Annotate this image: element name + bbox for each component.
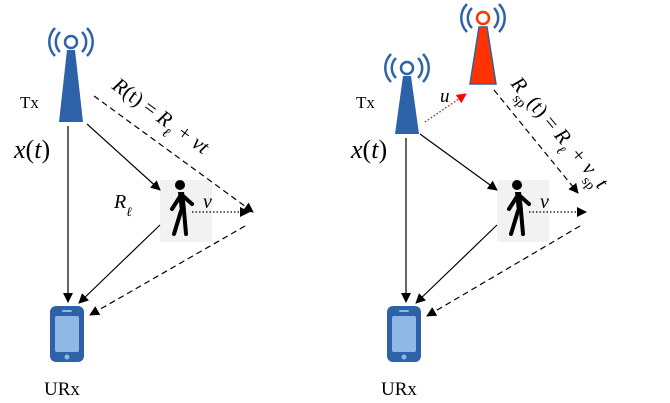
signal-label: x(t) [13, 135, 50, 164]
spoofer-velocity-arrow [424, 93, 467, 123]
tx-tower-icon [384, 53, 430, 134]
target-to-rx-arrow [415, 224, 498, 304]
future-path-arrow [93, 95, 254, 213]
target-to-rx-arrow [78, 224, 161, 304]
spoofer-tower-icon [460, 3, 506, 85]
spoofed-path-arrow [493, 89, 579, 194]
urx-label: URx [44, 379, 80, 400]
range-equation-label: R(t) = Rℓ + vt [103, 72, 215, 165]
urx-label: URx [381, 379, 417, 400]
person-icon [170, 180, 194, 236]
u-label: u [440, 86, 450, 107]
signal-label: x(t) [350, 135, 387, 164]
rl-label: Rℓ [113, 191, 132, 219]
tx-label: Tx [356, 93, 375, 112]
tx-tower-icon [48, 27, 94, 122]
spoofed-range-equation-label: Rsp(t) = Rℓ + vspt [501, 71, 615, 198]
velocity-label: v [540, 191, 549, 213]
phone-icon [387, 306, 421, 362]
svg-text:R(t) = Rℓ + vt: R(t) = Rℓ + vt [103, 72, 215, 165]
velocity-label: v [203, 191, 212, 213]
tx-to-target-arrow [419, 133, 498, 191]
tx-to-target-arrow [86, 123, 161, 191]
person-icon [507, 180, 531, 236]
left-panel: Tx x(t) Rℓ v R(t) = Rℓ + vt [13, 27, 254, 400]
svg-text:Rsp(t) = Rℓ + vspt: Rsp(t) = Rℓ + vspt [501, 71, 615, 198]
tx-label: Tx [20, 93, 39, 112]
right-panel: Tx x(t) u v [350, 3, 615, 400]
phone-icon [50, 306, 84, 362]
